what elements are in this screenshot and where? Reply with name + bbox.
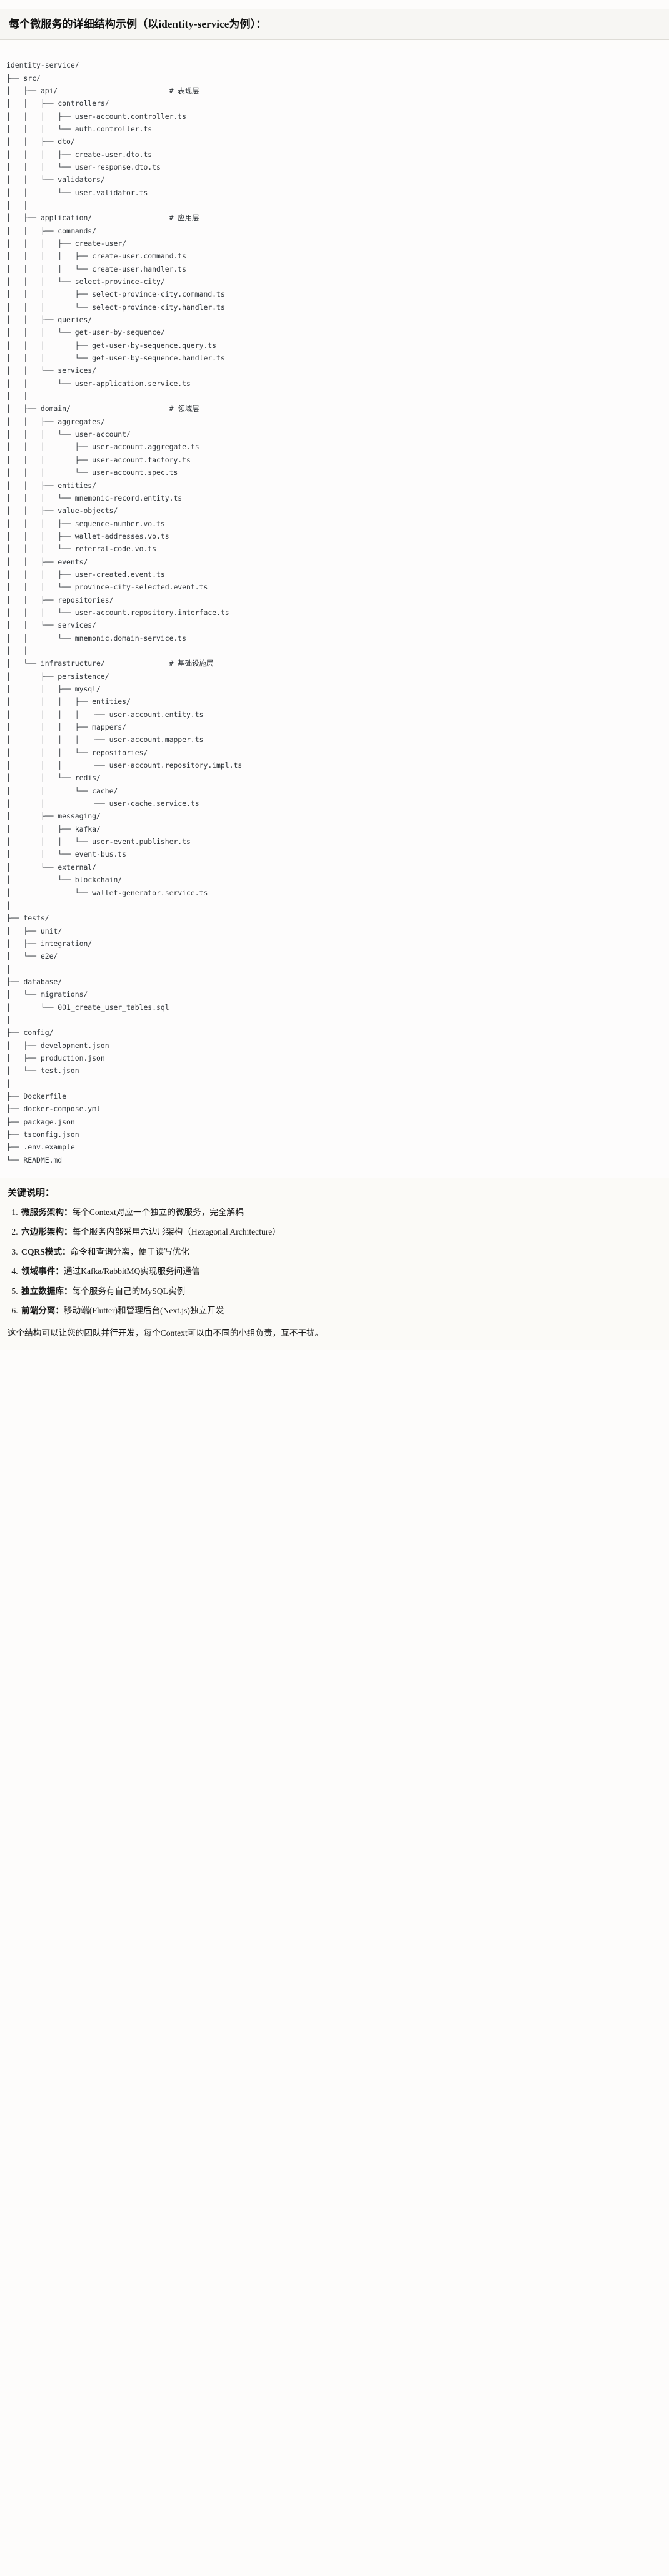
- key-points-footer: 这个结构可以让您的团队并行开发，每个Context可以由不同的小组负责，互不干扰…: [8, 1328, 324, 1338]
- key-points-title: 关键说明：: [8, 1188, 55, 1199]
- key-point-description: 命令和查询分离，便于读写优化: [70, 1246, 189, 1256]
- list-item: CQRS模式：命令和查询分离，便于读写优化: [20, 1246, 660, 1258]
- list-item: 微服务架构：每个Context对应一个独立的微服务，完全解耦: [20, 1206, 660, 1219]
- key-point-separator: ：: [63, 1208, 73, 1218]
- key-point-separator: ：: [55, 1306, 64, 1316]
- list-item: 前端分离：移动端(Flutter)和管理后台(Next.js)独立开发: [20, 1305, 660, 1317]
- key-point-term: 领域事件: [21, 1266, 56, 1276]
- key-point-term: CQRS模式: [21, 1246, 62, 1256]
- key-point-separator: ：: [55, 1266, 64, 1276]
- list-item: 领域事件：通过Kafka/RabbitMQ实现服务间通信: [20, 1265, 660, 1278]
- key-point-separator: ：: [63, 1227, 73, 1237]
- directory-tree: identity-service/ ├── src/ │ ├── api/ # …: [6, 61, 243, 1164]
- document-page: 每个微服务的详细结构示例（以identity-service为例）： ident…: [0, 9, 669, 1350]
- key-point-term: 六边形架构: [21, 1227, 64, 1237]
- key-points-section: 关键说明： 微服务架构：每个Context对应一个独立的微服务，完全解耦 六边形…: [0, 1178, 669, 1350]
- key-point-term: 前端分离: [21, 1306, 56, 1316]
- list-item: 独立数据库：每个服务有自己的MySQL实例: [20, 1285, 660, 1298]
- key-point-description: 通过Kafka/RabbitMQ实现服务间通信: [63, 1266, 200, 1276]
- key-points-list: 微服务架构：每个Context对应一个独立的微服务，完全解耦 六边形架构：每个服…: [4, 1206, 660, 1317]
- key-point-description: 移动端(Flutter)和管理后台(Next.js)独立开发: [63, 1306, 224, 1316]
- key-point-term: 微服务架构: [21, 1208, 64, 1218]
- key-point-separator: ：: [61, 1246, 71, 1256]
- page-title: 每个微服务的详细结构示例（以identity-service为例）：: [0, 9, 669, 41]
- directory-tree-block: identity-service/ ├── src/ │ ├── api/ # …: [0, 49, 669, 1179]
- key-point-description: 每个服务内部采用六边形架构（Hexagonal Architecture）: [72, 1227, 281, 1237]
- key-point-separator: ：: [63, 1286, 73, 1296]
- key-point-description: 每个服务有自己的MySQL实例: [72, 1286, 186, 1296]
- list-item: 六边形架构：每个服务内部采用六边形架构（Hexagonal Architectu…: [20, 1226, 660, 1238]
- key-point-description: 每个Context对应一个独立的微服务，完全解耦: [72, 1208, 244, 1218]
- key-point-term: 独立数据库: [21, 1286, 64, 1296]
